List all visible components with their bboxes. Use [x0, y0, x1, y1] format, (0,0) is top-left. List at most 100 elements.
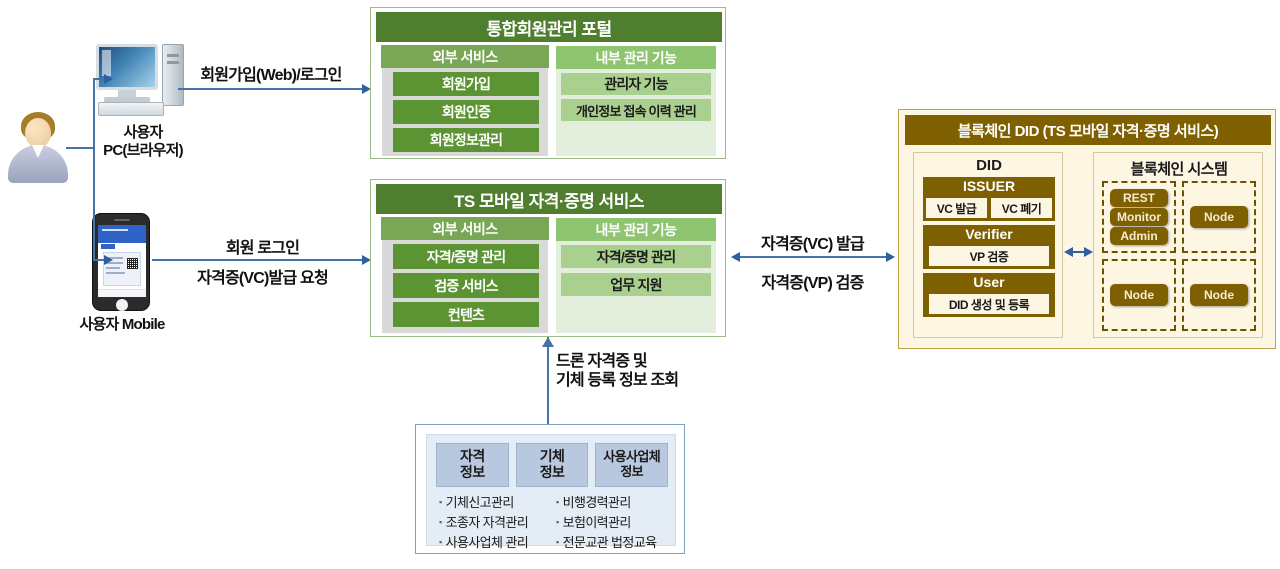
arrowhead-db-to-ts: [542, 337, 554, 347]
db-tile-airframe[interactable]: 기체 정보: [515, 443, 589, 487]
flow-label-vc-issue: 자격증(VC) 발급: [761, 236, 865, 253]
bullet-glyph-icon: ▪: [556, 537, 559, 548]
pc-label-line1: 사용자: [123, 124, 163, 141]
connector-person-to-pc: [93, 78, 107, 80]
portal-external-item-2[interactable]: 회원정보관리: [393, 128, 539, 152]
portal-external-item-1[interactable]: 회원인증: [393, 100, 539, 124]
db-tile-airframe-line1: 기체: [539, 448, 565, 465]
node-admin[interactable]: Admin: [1110, 227, 1168, 245]
did-column: DID ISSUER VC 발급 VC 폐기 Verifier VP 검증 Us…: [913, 152, 1063, 338]
flow-label-vc-request: 자격증(VC)발급 요청: [197, 270, 329, 287]
db-bullet-left-2: ▪사용사업체 관리: [439, 533, 557, 553]
database-bullets-right: ▪비행경력관리 ▪보험이력관리 ▪전문교관 법정교육: [556, 493, 680, 553]
phone-card-line2: [106, 262, 123, 264]
db-bullet-left-0-text: 기체신고관리: [445, 495, 515, 510]
ts-external-item-2[interactable]: 컨텐츠: [393, 302, 539, 327]
db-bullet-left-2-text: 사용사업체 관리: [445, 535, 529, 551]
db-tile-qualification[interactable]: 자격 정보: [436, 443, 509, 487]
blockchain-system-column: 블록체인 시스템 REST Monitor Admin Node Node No…: [1093, 152, 1263, 338]
node-2[interactable]: Node: [1110, 284, 1168, 306]
db-tile-operator-line1: 사용사업체: [603, 449, 661, 465]
blockchain-title: 블록체인 DID (TS 모바일 자격·증명 서비스): [905, 115, 1271, 145]
connector-ts-to-db-vertical: [547, 337, 549, 429]
db-bullet-right-0: ▪비행경력관리: [556, 493, 680, 513]
portal-title: 통합회원관리 포털: [376, 12, 722, 42]
did-item-did-create[interactable]: DID 생성 및 등록: [929, 294, 1049, 314]
arrowhead-to-pc: [104, 74, 113, 84]
db-tile-operator-line2: 정보: [620, 464, 644, 479]
arrowhead-mobile-to-ts: [362, 255, 371, 265]
portal-internal-header: 내부 관리 기능: [556, 46, 716, 69]
arrowhead-did-to-system: [1084, 247, 1093, 257]
pc-label-line2: PC(브라우저): [103, 142, 183, 159]
phone-app-tab: [101, 244, 115, 249]
ts-internal-item-0[interactable]: 자격/증명 관리: [561, 245, 711, 268]
portal-external-item-0[interactable]: 회원가입: [393, 72, 539, 96]
did-header: DID: [976, 157, 1002, 174]
arrowhead-pc-to-portal: [362, 84, 371, 94]
bullet-glyph-icon: ▪: [439, 537, 442, 548]
database-tiles: 자격 정보 기체 정보 사용사업체 정보: [436, 443, 669, 487]
did-item-vp-verify[interactable]: VP 검증: [929, 246, 1049, 266]
db-bullet-right-2: ▪전문교관 법정교육: [556, 533, 680, 553]
phone-card-line1: [106, 257, 123, 259]
connector-pc-to-portal: [178, 88, 363, 90]
ts-external-item-0[interactable]: 자격/증명 관리: [393, 244, 539, 269]
did-group-issuer-title: ISSUER: [962, 178, 1016, 194]
connector-person-vertical: [93, 78, 95, 260]
connector-did-to-system: [1069, 251, 1085, 253]
phone-screen: [98, 225, 146, 297]
monitor-screen-shine: [102, 50, 111, 76]
person-head: [25, 118, 51, 148]
connector-person-stub: [66, 147, 94, 149]
bullet-glyph-icon: ▪: [439, 517, 442, 528]
db-tile-operator[interactable]: 사용사업체 정보: [595, 443, 669, 487]
node-rest[interactable]: REST: [1110, 189, 1168, 207]
db-tile-qualification-line1: 자격: [460, 448, 485, 465]
blockchain-cell-0: REST Monitor Admin: [1102, 181, 1176, 253]
node-1[interactable]: Node: [1190, 206, 1248, 228]
db-tile-airframe-line2: 정보: [539, 464, 565, 480]
ts-external-item-1[interactable]: 검증 서비스: [393, 273, 539, 298]
database-inner-panel: 자격 정보 기체 정보 사용사업체 정보 ▪기체신고관리 ▪조종자 자격관리 ▪…: [426, 434, 676, 550]
flow-label-vp-verify: 자격증(VP) 검증: [761, 275, 864, 292]
db-bullet-right-0-text: 비행경력관리: [562, 495, 632, 510]
user-person-icon: [6, 112, 70, 184]
node-monitor[interactable]: Monitor: [1110, 208, 1168, 226]
monitor-base: [104, 97, 150, 103]
phone-home-button: [116, 299, 128, 311]
mobile-label-text: 사용자 Mobile: [79, 316, 165, 333]
connector-mobile-to-ts: [152, 259, 364, 261]
did-issuer-items: VC 발급 VC 폐기: [926, 198, 1052, 218]
keyboard-icon: [98, 102, 164, 116]
arrowhead-system-to-did: [1064, 247, 1073, 257]
blockchain-cell-1: Node: [1182, 181, 1256, 253]
db-bullet-left-0: ▪기체신고관리: [439, 493, 557, 513]
pc-label: 사용자 PC(브라우저): [78, 124, 208, 160]
flow-label-mobile-login: 회원 로그인: [225, 240, 300, 257]
database-panel: 자격 정보 기체 정보 사용사업체 정보 ▪기체신고관리 ▪조종자 자격관리 ▪…: [415, 424, 685, 554]
ts-internal-item-1[interactable]: 업무 지원: [561, 273, 711, 296]
monitor-neck: [118, 90, 136, 98]
did-item-vc-revoke[interactable]: VC 폐기: [991, 198, 1052, 218]
portal-internal-item-1[interactable]: 개인정보 접속 이력 관리: [561, 99, 711, 121]
db-bullet-right-1-text: 보험이력관리: [562, 515, 632, 531]
phone-bottom-bar: [98, 289, 146, 297]
did-item-vc-issue[interactable]: VC 발급: [926, 198, 987, 218]
arrowhead-to-ts: [731, 252, 740, 262]
ts-internal-column: 내부 관리 기능 자격/증명 관리 업무 지원: [556, 218, 716, 333]
node-3[interactable]: Node: [1190, 284, 1248, 306]
ts-service-title: TS 모바일 자격·증명 서비스: [376, 184, 722, 214]
connector-person-to-mobile: [93, 259, 107, 261]
pc-tower-slot2: [167, 61, 179, 64]
portal-internal-column: 내부 관리 기능 관리자 기능 개인정보 접속 이력 관리: [556, 46, 716, 156]
phone-card-line3: [106, 267, 120, 269]
db-bullet-right-2-text: 전문교관 법정교육: [562, 535, 658, 551]
did-group-user: User DID 생성 및 등록: [923, 273, 1055, 317]
phone-app-header: [98, 225, 146, 243]
portal-internal-item-0[interactable]: 관리자 기능: [561, 73, 711, 95]
did-group-verifier-title: Verifier: [965, 226, 1013, 242]
flow-label-pc-to-portal: 회원가입(Web)/로그인: [200, 67, 342, 84]
pc-tower: [162, 44, 184, 106]
did-group-issuer: ISSUER VC 발급 VC 폐기: [923, 177, 1055, 221]
